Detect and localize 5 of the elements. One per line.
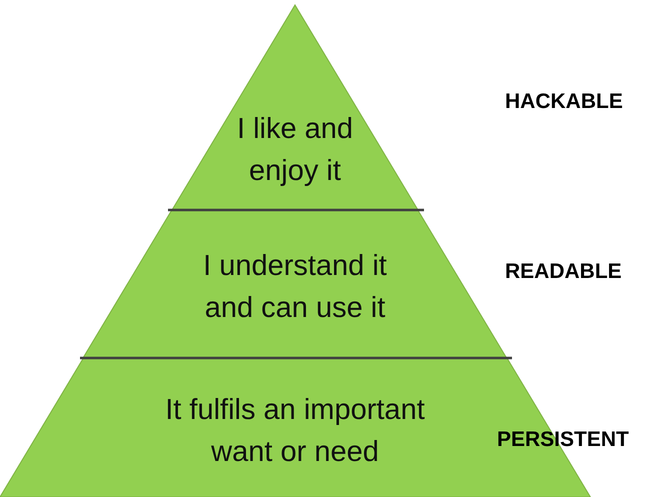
tier-text: I like and enjoy it (236, 112, 354, 189)
tier-text: It fulfils an important want or need (164, 393, 426, 470)
level-label: READABLE (505, 260, 622, 284)
tier-text: I understand it and can use it (202, 249, 388, 326)
level-label: HACKABLE (505, 90, 623, 114)
